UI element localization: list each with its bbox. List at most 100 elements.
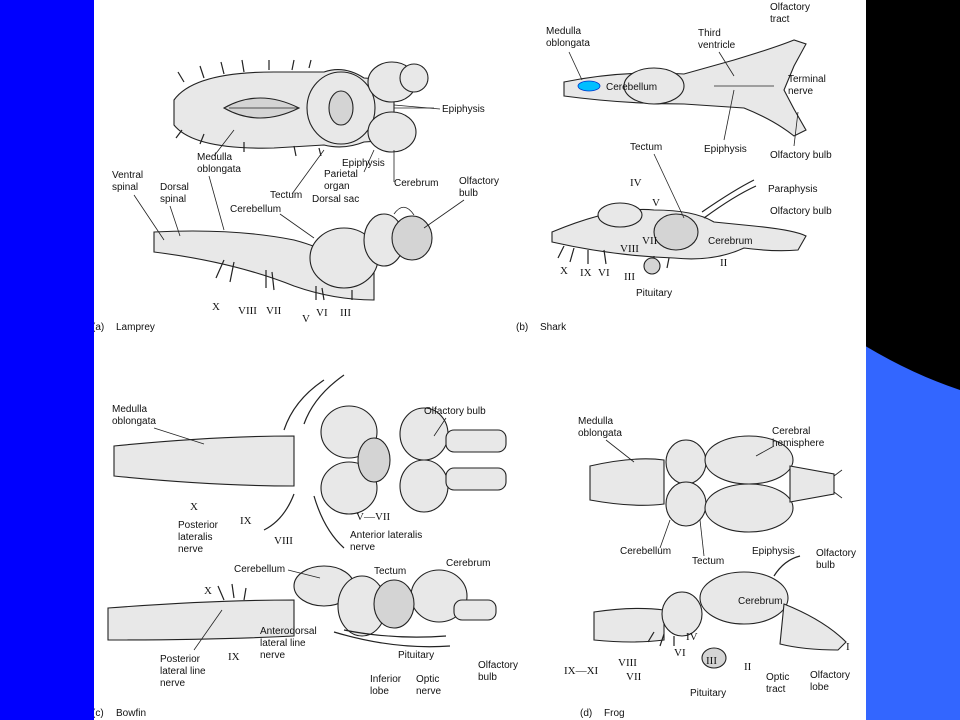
lamprey-numeral-viii: VIII xyxy=(238,305,257,317)
frog-label-hemisphere: hemisphere xyxy=(772,438,825,449)
frog-dorsal-view xyxy=(589,435,843,533)
frog-label-medulla-oblongata: oblongata xyxy=(578,428,622,439)
shark-label-cerebrum: Cerebrum xyxy=(708,236,752,247)
panel-bowfin: Medulla oblongata Olfactory bulb Posteri… xyxy=(94,374,518,719)
shark-numeral-viii: VIII xyxy=(620,243,639,255)
lamprey-caption-name: Lamprey xyxy=(116,322,155,333)
frog-numeral-i: I xyxy=(846,641,850,653)
bowfin-label-pll-nerve: nerve xyxy=(160,678,185,689)
shark-label-cerebellum: Cerebellum xyxy=(606,82,657,93)
frog-numeral-viii: VIII xyxy=(618,657,637,669)
lamprey-label-epiphysis-top: Epiphysis xyxy=(442,104,485,115)
bowfin-label-posterior: Posterior xyxy=(178,520,219,531)
frog-numeral-ii: II xyxy=(744,661,752,673)
frog-label-cerebrum: Cerebrum xyxy=(738,596,782,607)
shark-label-terminal-nerve: nerve xyxy=(788,86,813,97)
bowfin-label-anterior-lateralis: Anterior lateralis xyxy=(350,530,422,541)
left-blue-strip xyxy=(0,0,94,720)
bowfin-dorsal-view xyxy=(113,374,507,549)
lamprey-label-dorsal: Dorsal xyxy=(160,182,189,193)
bowfin-label-anterodorsal: Anterodorsal xyxy=(260,626,317,637)
lamprey-label-ventral-spinal: spinal xyxy=(112,182,138,193)
shark-caption-letter: (b) xyxy=(516,322,528,333)
lamprey-dorsal-view xyxy=(173,59,434,157)
lamprey-numeral-vii: VII xyxy=(266,305,282,317)
shark-label-medulla-oblongata: oblongata xyxy=(546,38,590,49)
shark-numeral-vii: VII xyxy=(642,235,658,247)
bowfin-numeral-ix: IX xyxy=(240,515,252,527)
bowfin-label-anterodorsal-nerve: nerve xyxy=(260,650,285,661)
shark-label-olfactory-tract: Olfactory xyxy=(770,2,810,13)
lamprey-numeral-vi: VI xyxy=(316,307,328,319)
shark-highlight-marker xyxy=(577,80,601,92)
frog-label-epiphysis: Epiphysis xyxy=(752,546,795,557)
bowfin-numeral-viii: VIII xyxy=(274,535,293,547)
bowfin-label-posterior-lateral-line: Posterior xyxy=(160,654,201,665)
frog-label-olfactory-bulb: bulb xyxy=(816,560,835,571)
shark-numeral-iv: IV xyxy=(630,177,642,189)
shark-numeral-x: X xyxy=(560,265,568,277)
lamprey-label-parietal: Parietal xyxy=(324,169,358,180)
frog-label-tectum: Tectum xyxy=(692,556,724,567)
bowfin-numeral-ix-lateral: IX xyxy=(228,651,240,663)
shark-numeral-ix: IX xyxy=(580,267,592,279)
lamprey-caption-letter: (a) xyxy=(94,322,104,333)
shark-label-olfactory-tract-2: tract xyxy=(770,14,790,25)
bowfin-caption-name: Bowfin xyxy=(116,708,146,719)
shark-label-tectum: Tectum xyxy=(630,142,662,153)
lamprey-label-ventral: Ventral xyxy=(112,170,143,181)
frog-label-medulla: Medulla xyxy=(578,416,613,427)
frog-numeral-ix-xi: IX—XI xyxy=(564,665,599,677)
shark-label-paraphysis: Paraphysis xyxy=(768,184,817,195)
brain-comparison-figure: Epiphysis Ventral spinal Dorsal spinal M… xyxy=(94,0,866,720)
frog-label-cerebral: Cerebral xyxy=(772,426,810,437)
bowfin-caption-letter: (c) xyxy=(94,708,104,719)
lamprey-label-cerebellum: Cerebellum xyxy=(230,204,281,215)
lamprey-label-medulla: Medulla xyxy=(197,152,232,163)
frog-numeral-iii: III xyxy=(706,655,717,667)
bowfin-label-anterior-nerve: nerve xyxy=(350,542,375,553)
bowfin-label-pituitary: Pituitary xyxy=(398,650,434,661)
shark-numeral-iii: III xyxy=(624,271,635,283)
bowfin-label-inferior-lobe: lobe xyxy=(370,686,389,697)
bowfin-label-olfactory-bulb: Olfactory bulb xyxy=(424,406,486,417)
shark-numeral-v: V xyxy=(652,197,660,209)
right-blue-shape xyxy=(840,330,960,720)
frog-label-optic-tract: tract xyxy=(766,684,786,695)
shark-label-olfactory-bulb-2: Olfactory bulb xyxy=(770,206,832,217)
shark-label-third-ventricle: ventricle xyxy=(698,40,736,51)
panel-lamprey: Epiphysis Ventral spinal Dorsal spinal M… xyxy=(94,59,499,333)
bowfin-label-olfactory: Olfactory xyxy=(478,660,518,671)
frog-label-cerebellum: Cerebellum xyxy=(620,546,671,557)
frog-caption-letter: (d) xyxy=(580,708,592,719)
lamprey-label-olfactory-bulb: bulb xyxy=(459,188,478,199)
shark-label-olfactory-bulb: Olfactory bulb xyxy=(770,150,832,161)
frog-label-optic: Optic xyxy=(766,672,789,683)
frog-label-pituitary: Pituitary xyxy=(690,688,726,699)
shark-numeral-ii: II xyxy=(720,257,728,269)
lamprey-label-olfactory: Olfactory xyxy=(459,176,499,187)
panel-shark: Medulla oblongata Third ventricle Olfact… xyxy=(516,2,832,333)
lamprey-label-dorsal-sac: Dorsal sac xyxy=(312,194,359,205)
bowfin-label-posterior-nerve: nerve xyxy=(178,544,203,555)
bowfin-label-medulla: Medulla xyxy=(112,404,147,415)
bowfin-label-anterodorsal-lateral-line: lateral line xyxy=(260,638,306,649)
bowfin-label-optic-nerve: nerve xyxy=(416,686,441,697)
lamprey-label-dorsal-spinal: spinal xyxy=(160,194,186,205)
lamprey-numeral-v: V xyxy=(302,313,310,325)
frog-numeral-iv: IV xyxy=(686,631,698,643)
frog-label-olfactory-lobe: Olfactory xyxy=(810,670,850,681)
frog-lateral-view xyxy=(593,555,847,669)
frog-label-olfactory-lobe-2: lobe xyxy=(810,682,829,693)
bowfin-numeral-x: X xyxy=(190,501,198,513)
frog-caption-name: Frog xyxy=(604,708,625,719)
lamprey-label-parietal-organ: organ xyxy=(324,181,350,192)
shark-numeral-vi: VI xyxy=(598,267,610,279)
shark-caption-name: Shark xyxy=(540,322,567,333)
shark-label-pituitary: Pituitary xyxy=(636,288,672,299)
bowfin-lateral-view xyxy=(107,565,497,648)
shark-lateral-view xyxy=(551,179,807,275)
bowfin-numeral-v-vii: V—VII xyxy=(356,511,391,523)
frog-numeral-vi: VI xyxy=(674,647,686,659)
shark-label-medulla: Medulla xyxy=(546,26,581,37)
